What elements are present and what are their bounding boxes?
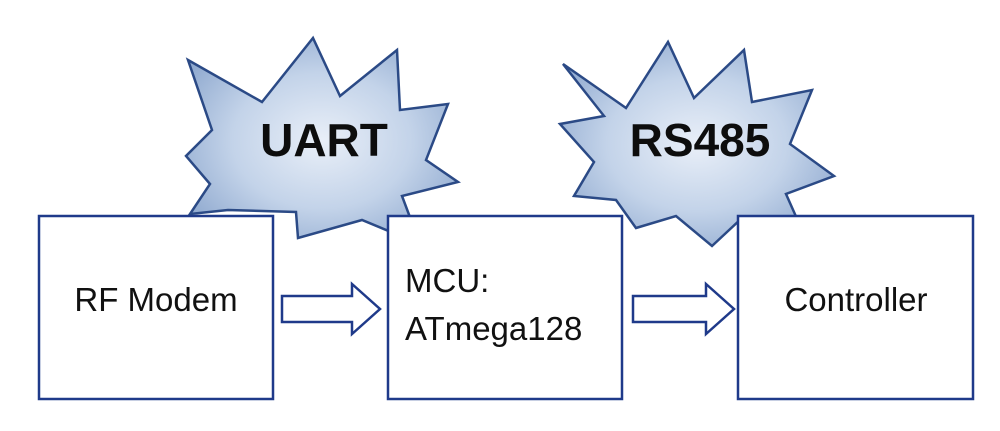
- rf-modem-box: [37, 214, 275, 401]
- arrow-rf-to-mcu: [280, 281, 382, 337]
- rs485-label: RS485: [630, 114, 771, 166]
- controller-box: [736, 214, 975, 401]
- mcu-box: [386, 214, 624, 401]
- arrow-mcu-to-controller: [631, 281, 736, 337]
- controller-label: Controller: [784, 281, 927, 318]
- mcu-label-line1: MCU:: [405, 262, 489, 299]
- mcu-label-line2: ATmega128: [405, 310, 582, 347]
- uart-label: UART: [260, 114, 388, 166]
- rf-modem-label: RF Modem: [74, 281, 237, 318]
